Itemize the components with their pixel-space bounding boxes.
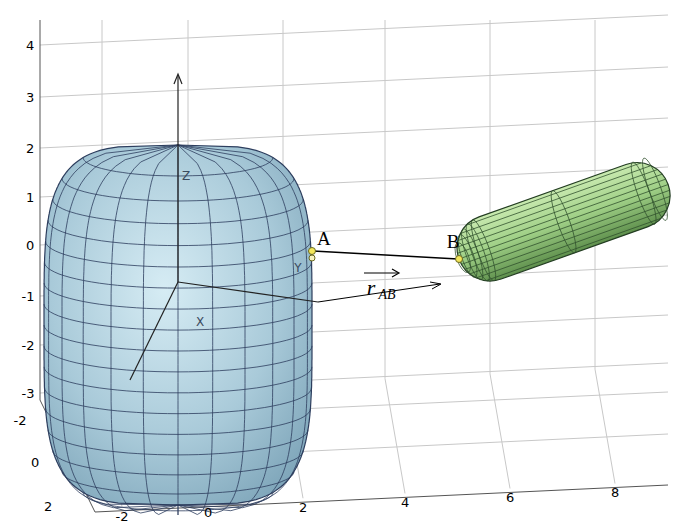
point-label: B <box>447 232 460 251</box>
axis-name: X <box>196 316 204 328</box>
vector-label: r <box>367 277 376 299</box>
axis-tick-label: 3 <box>26 91 34 104</box>
axis-tick-label: 0 <box>26 239 34 252</box>
axis-tick-label: 0 <box>31 456 39 469</box>
axis-tick-label: 4 <box>401 496 409 509</box>
point-label: A <box>317 229 331 248</box>
axis-tick-label: -3 <box>22 387 35 400</box>
axis-tick-label: -2 <box>116 510 129 523</box>
axis-tick-label: 6 <box>506 491 514 504</box>
axis-tick-label: 8 <box>611 486 619 499</box>
vector-label: AB <box>378 288 395 302</box>
axis-tick-label: 0 <box>204 506 212 519</box>
axis-tick-label: 4 <box>26 39 34 52</box>
axis-name: Z <box>182 170 190 182</box>
axis-tick-label: -1 <box>22 290 35 303</box>
axis-name: Y <box>294 262 301 274</box>
axis-tick-label: 1 <box>26 191 34 204</box>
axis-tick-label: 2 <box>44 500 52 513</box>
axis-tick-label: -2 <box>22 339 35 352</box>
axis-tick-label: -2 <box>14 414 27 427</box>
axis-tick-label: 2 <box>26 142 34 155</box>
axis-tick-label: 2 <box>299 501 307 514</box>
